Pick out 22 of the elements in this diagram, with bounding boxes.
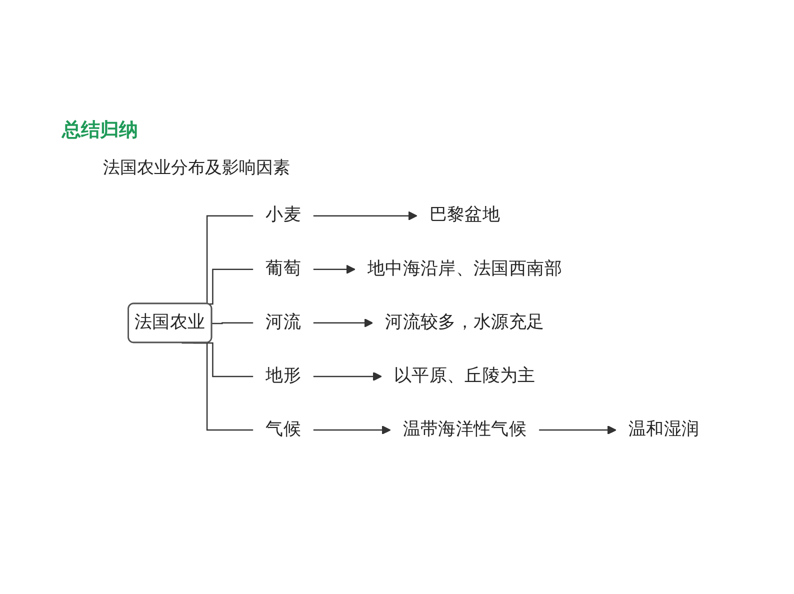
node-text: 巴黎盆地 [429, 204, 500, 226]
arrow [313, 211, 418, 220]
node-text: 温和湿润 [628, 418, 700, 440]
diagram-subtitle: 法国农业分布及影响因素 [103, 157, 290, 179]
heading: 总结归纳 [62, 118, 138, 143]
node-text: 以平原、丘陵为主 [394, 365, 536, 386]
node-text: 葡萄 [266, 258, 301, 279]
arrow [539, 425, 616, 435]
connector [182, 342, 254, 431]
arrow [313, 425, 391, 435]
flowchart: 法国农业 小麦 巴黎盆地 葡萄 地中海沿岸、法国西南部 河流 河流较多，水源充足 地形 以平原、丘陵为主 气候 温带海洋性气候 温和湿润 [120, 188, 720, 583]
node-text: 小麦 [266, 204, 301, 226]
node-text: 河流 [266, 312, 301, 333]
arrow [313, 372, 382, 382]
connector [212, 322, 254, 324]
node-text: 地形 [266, 365, 301, 386]
node-text: 河流较多，水源充足 [385, 312, 544, 333]
node-text: 地中海沿岸、法国西南部 [367, 258, 562, 279]
node-text: 气候 [266, 418, 301, 440]
arrow [313, 318, 374, 328]
node-text: 温带海洋性气候 [402, 418, 527, 440]
arrow [313, 264, 356, 274]
